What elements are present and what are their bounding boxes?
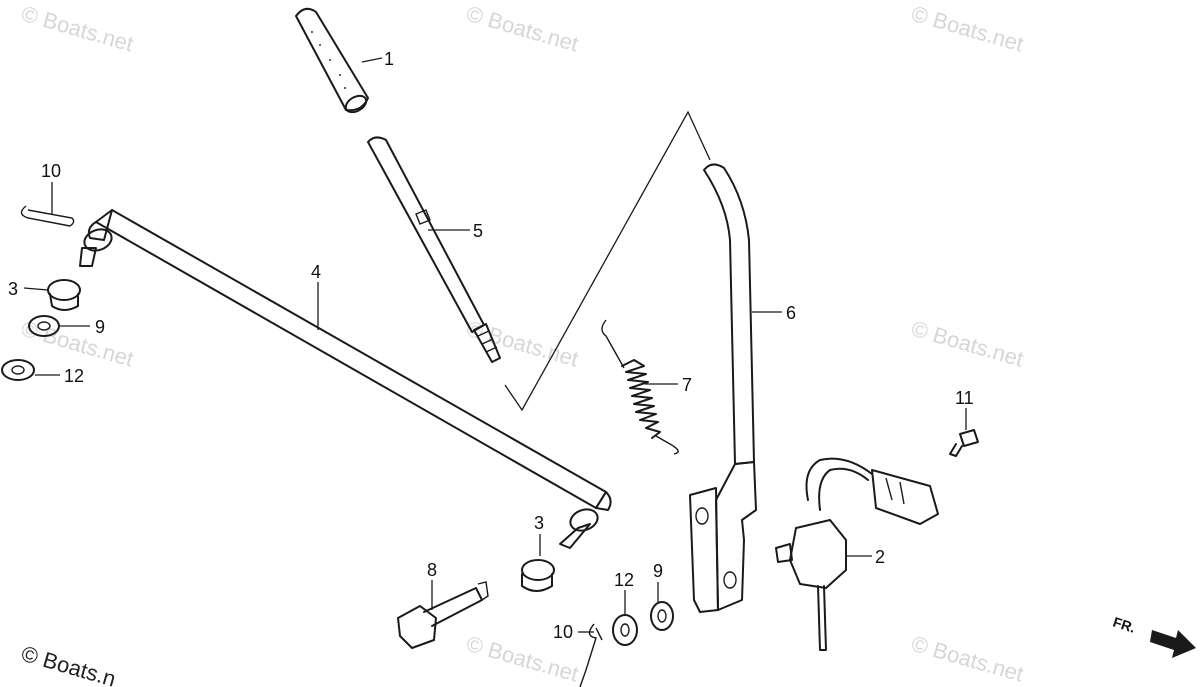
callout-7: 7 — [682, 375, 692, 395]
callout-8: 8 — [427, 560, 437, 580]
leader-lines — [23, 57, 967, 633]
part-9-washer — [28, 315, 60, 337]
watermark: © Boats.net — [909, 316, 1027, 372]
callout-5: 5 — [473, 221, 483, 241]
part-10-cotter-pin — [20, 205, 75, 227]
part-12-washer — [1, 359, 35, 381]
part-4-shaft — [79, 209, 612, 549]
callout-9: 9 — [95, 317, 105, 337]
part-8-bolt — [397, 581, 489, 649]
callout-12: 12 — [64, 366, 84, 386]
part-9-washer-lower — [650, 601, 674, 631]
part-6-handle-arm — [689, 163, 757, 613]
watermark: © Boats.net — [19, 316, 137, 372]
watermark-corner: © Boats.n — [19, 641, 119, 687]
part-11-screw — [949, 429, 979, 457]
part-3-bushing — [47, 279, 81, 311]
callout-1: 1 — [384, 49, 394, 69]
part-12-washer-lower — [612, 614, 638, 646]
part-7-spring — [601, 319, 679, 455]
front-direction-indicator: FR. — [1111, 614, 1196, 658]
watermark: © Boats.net — [464, 1, 582, 57]
connector-line — [504, 110, 711, 412]
watermark: © Boats.net — [19, 1, 137, 57]
callout-10: 10 — [41, 161, 61, 181]
callout-12-lower: 12 — [614, 570, 634, 590]
callout-3-lower: 3 — [534, 513, 544, 533]
part-1-grip — [295, 7, 369, 114]
part-5-lever-rod — [367, 136, 501, 363]
fr-label: FR. — [1111, 614, 1137, 636]
callout-9-lower: 9 — [653, 561, 663, 581]
callout-2: 2 — [875, 547, 885, 567]
watermark: © Boats.net — [909, 631, 1027, 687]
part-3-bushing-lower — [521, 559, 555, 592]
part-2-switch — [775, 457, 939, 651]
callout-6: 6 — [786, 303, 796, 323]
callout-10-lower: 10 — [553, 622, 573, 642]
callout-11: 11 — [955, 388, 974, 408]
callout-3: 3 — [8, 279, 18, 299]
callouts: 1 2 3 3 4 5 6 7 8 9 9 10 10 11 12 12 — [8, 49, 974, 642]
arrow-right-icon — [1150, 630, 1196, 658]
watermark: © Boats.net — [909, 1, 1027, 57]
callout-4: 4 — [311, 262, 321, 282]
part-10-cotter-pin-lower — [579, 623, 603, 687]
